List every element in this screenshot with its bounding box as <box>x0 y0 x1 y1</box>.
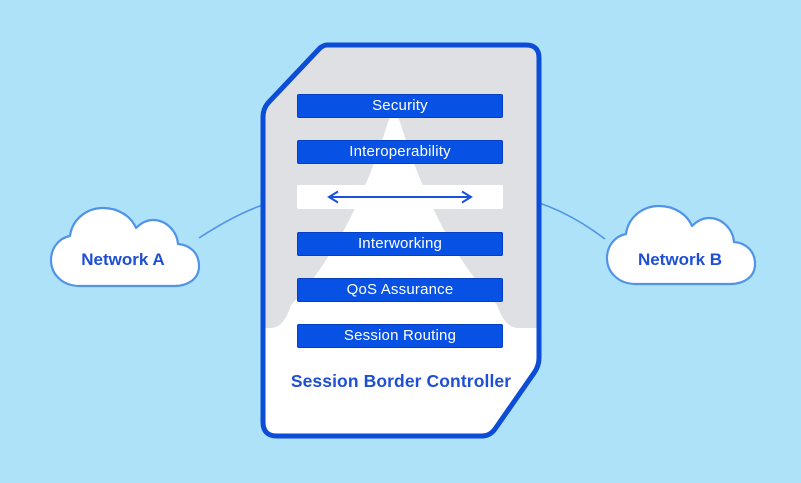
sbc-panel-outline <box>260 42 542 439</box>
sbc-layer-interworking: Interworking <box>297 232 503 256</box>
cloud-icon-network-a <box>49 206 201 288</box>
sbc-layer-security: Security <box>297 94 503 118</box>
network-b-label: Network B <box>637 250 723 269</box>
media-exchange-bar <box>297 185 503 209</box>
sbc-layer-session-routing: Session Routing <box>297 324 503 348</box>
network-a-label: Network A <box>81 250 165 269</box>
bidirectional-arrow-icon <box>327 190 473 204</box>
sbc-panel-title: Session Border Controller <box>290 371 512 391</box>
cloud-icon-network-b <box>605 204 757 286</box>
sbc-layer-qos-assurance: QoS Assurance <box>297 278 503 302</box>
sbc-layer-interoperability: Interoperability <box>297 140 503 164</box>
